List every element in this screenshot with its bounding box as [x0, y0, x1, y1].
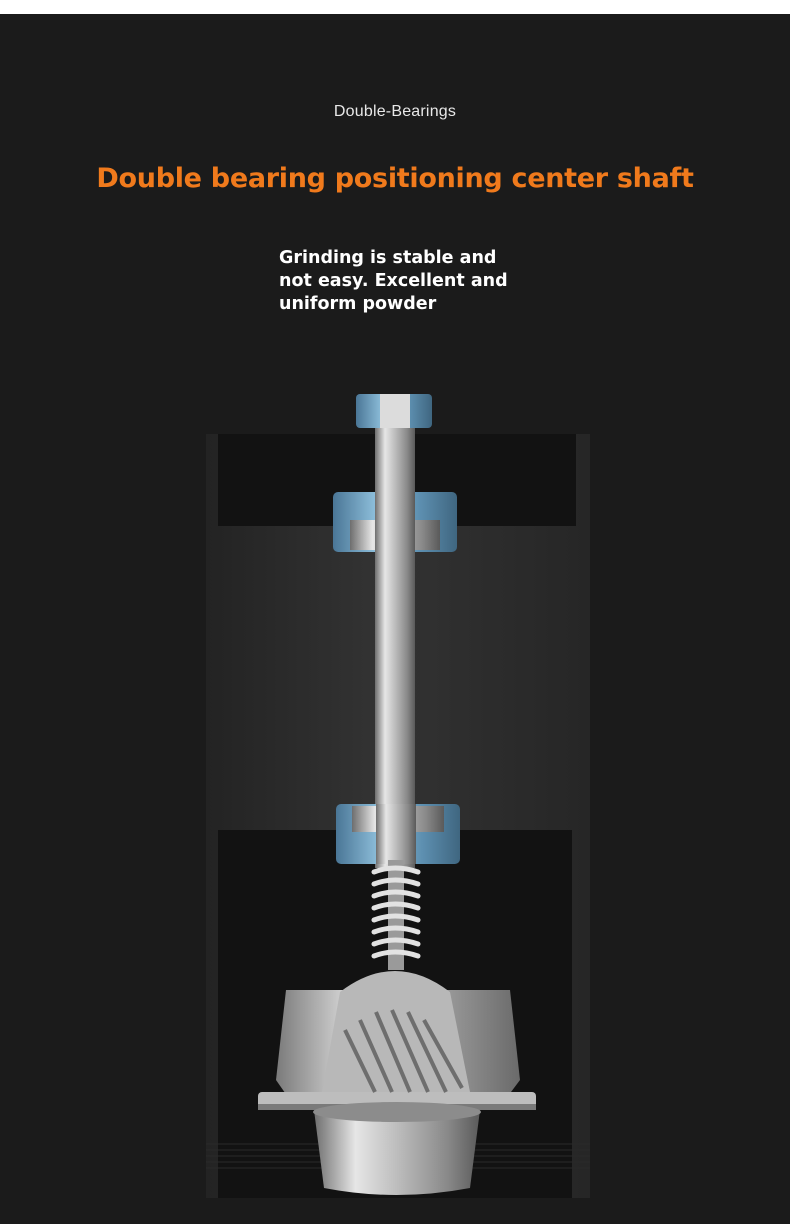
- lower-bearing: [336, 804, 460, 864]
- description-line-3: uniform powder: [279, 294, 437, 314]
- description-line-2: not easy. Excellent and: [279, 271, 508, 291]
- upper-bearing: [333, 492, 457, 552]
- grinder-core-illustration: [0, 380, 790, 1224]
- section-headline: Double bearing positioning center shaft: [96, 163, 694, 194]
- grinder-core-svg: [206, 394, 590, 1198]
- description-line-1: Grinding is stable and: [279, 248, 497, 268]
- spring: [371, 860, 421, 970]
- feature-description: Grinding is stable and not easy. Excelle…: [279, 247, 539, 316]
- top-nut: [356, 394, 432, 428]
- inner-burr: [322, 971, 470, 1093]
- top-border: [0, 0, 790, 14]
- section-subtitle: Double-Bearings: [333, 103, 457, 120]
- bottom-cap: [313, 1102, 481, 1195]
